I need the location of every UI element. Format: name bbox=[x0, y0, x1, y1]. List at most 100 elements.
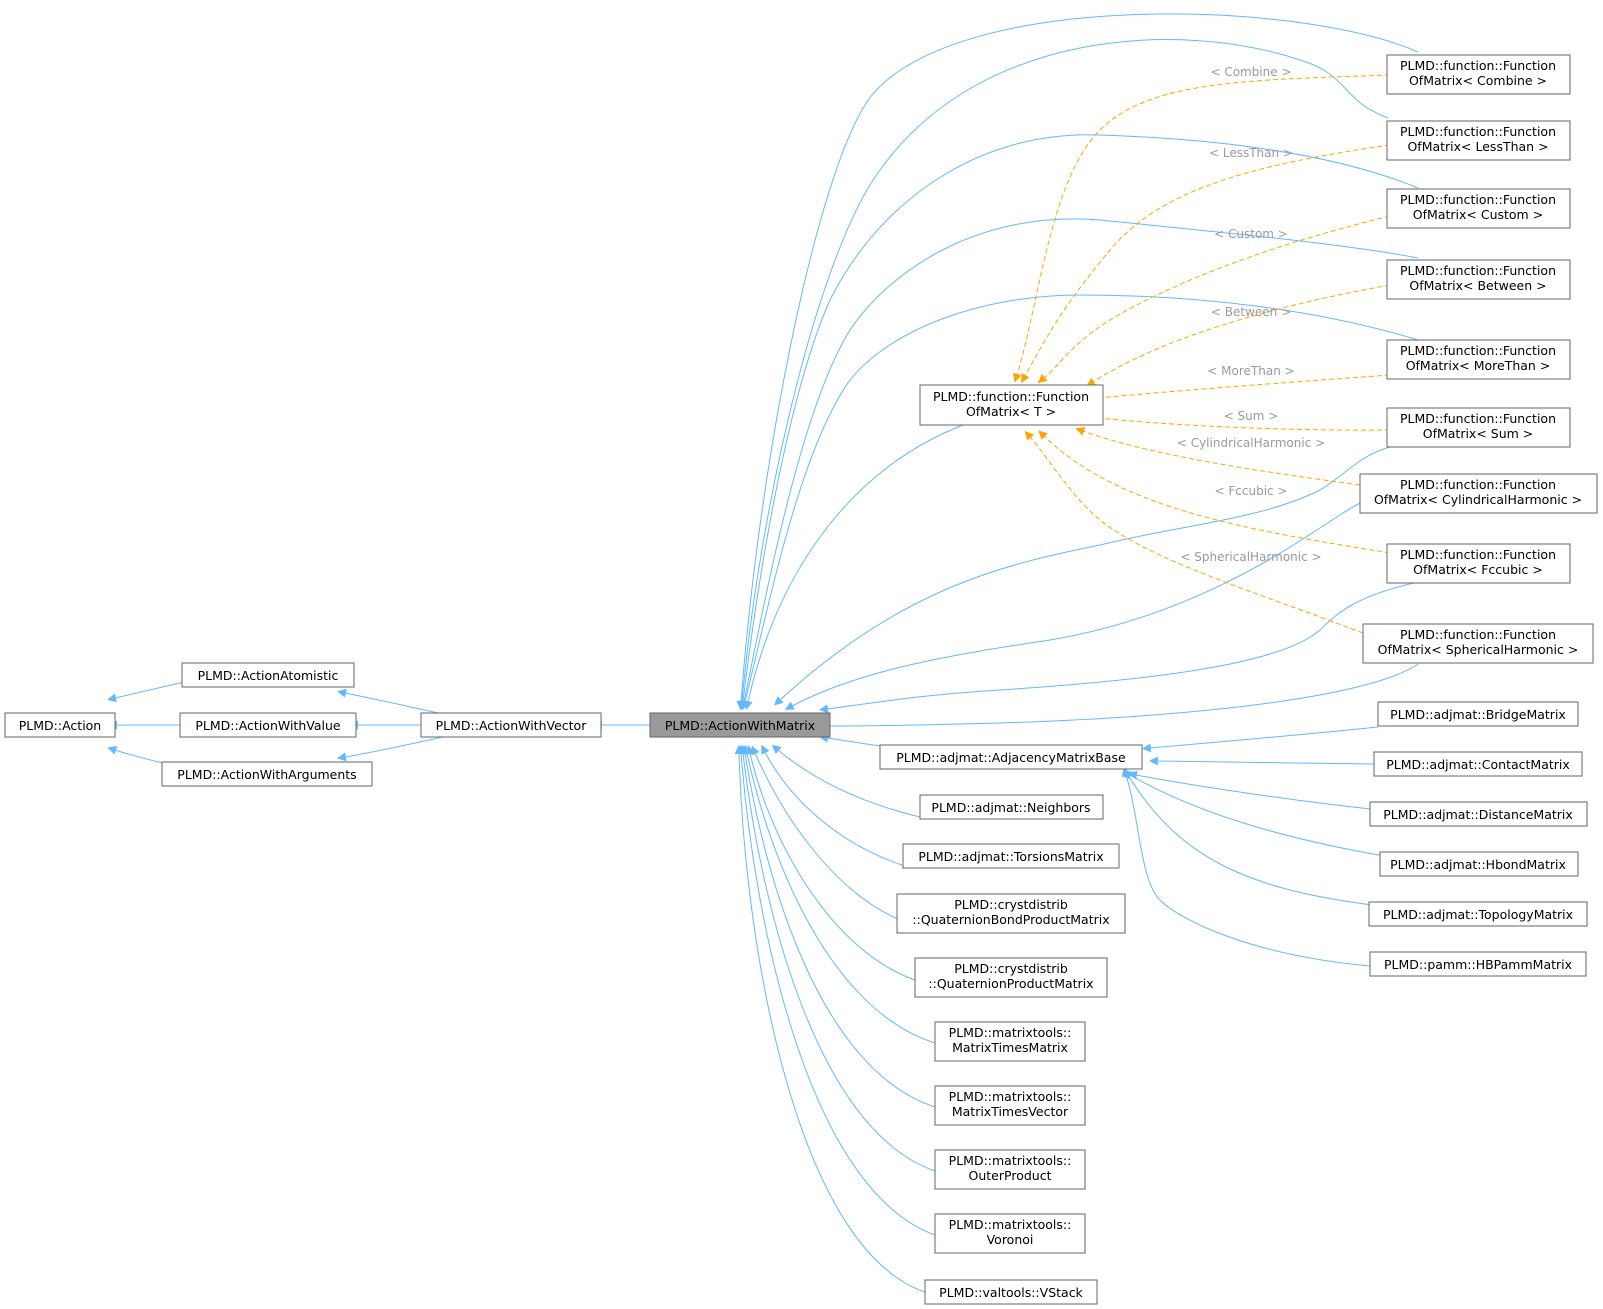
edge-fccubic-to-fom-t bbox=[1038, 430, 1391, 554]
node-topology-matrix[interactable]: PLMD::adjmat::TopologyMatrix bbox=[1368, 901, 1588, 927]
edge-between-to-fom-t bbox=[1086, 284, 1391, 387]
label-sum: < Sum > bbox=[1224, 409, 1279, 423]
node-quaternion-bond-product-matrix[interactable]: PLMD::crystdistrib ::QuaternionBondProdu… bbox=[896, 893, 1126, 934]
edge-qbpm-to-withmatrix bbox=[751, 745, 901, 921]
svg-text:OfMatrix< Sum >: OfMatrix< Sum > bbox=[1423, 426, 1534, 441]
svg-text:PLMD::function::Function: PLMD::function::Function bbox=[1400, 547, 1556, 562]
label-custom: < Custom > bbox=[1214, 227, 1288, 241]
svg-text:PLMD::adjmat::ContactMatrix: PLMD::adjmat::ContactMatrix bbox=[1386, 757, 1570, 772]
edge-distance-to-adjbase bbox=[1128, 770, 1371, 810]
node-outer-product[interactable]: PLMD::matrixtools:: OuterProduct bbox=[934, 1149, 1086, 1190]
edge-hbpamm-to-adjbase bbox=[1121, 767, 1371, 967]
edge-torsions-to-withmatrix bbox=[761, 744, 906, 867]
node-fom-between[interactable]: PLMD::function::Function OfMatrix< Betwe… bbox=[1386, 259, 1571, 300]
node-hbpamm-matrix[interactable]: PLMD::pamm::HBPammMatrix bbox=[1369, 951, 1587, 977]
edge-between-to-withmatrix bbox=[739, 218, 1419, 710]
edge-fom-t-to-withmatrix bbox=[743, 424, 964, 710]
svg-text:PLMD::Action: PLMD::Action bbox=[19, 718, 101, 733]
node-fom-morethan[interactable]: PLMD::function::Function OfMatrix< MoreT… bbox=[1386, 339, 1571, 380]
node-matrix-times-matrix[interactable]: PLMD::matrixtools:: MatrixTimesMatrix bbox=[934, 1021, 1086, 1062]
node-action-with-value[interactable]: PLMD::ActionWithValue bbox=[179, 712, 357, 738]
svg-text:PLMD::function::Function: PLMD::function::Function bbox=[1400, 627, 1556, 642]
svg-text:PLMD::function::Function: PLMD::function::Function bbox=[1400, 411, 1556, 426]
edge-sum-to-withmatrix bbox=[774, 446, 1391, 706]
node-function-of-matrix-t[interactable]: PLMD::function::Function OfMatrix< T > bbox=[919, 384, 1104, 426]
node-voronoi[interactable]: PLMD::matrixtools:: Voronoi bbox=[934, 1213, 1086, 1254]
edge-bridge-to-adjbase bbox=[1141, 726, 1379, 753]
edge-custom-to-withmatrix bbox=[738, 134, 1419, 711]
node-quaternion-product-matrix[interactable]: PLMD::crystdistrib ::QuaternionProductMa… bbox=[914, 957, 1108, 998]
svg-text:PLMD::ActionWithVector: PLMD::ActionWithVector bbox=[436, 718, 588, 733]
edge-hbond-to-adjbase bbox=[1122, 770, 1391, 858]
edge-neighbors-to-withmatrix bbox=[771, 744, 921, 818]
svg-text:PLMD::function::Function: PLMD::function::Function bbox=[1400, 263, 1556, 278]
label-fccubic: < Fccubic > bbox=[1215, 484, 1288, 498]
svg-text:PLMD::ActionWithMatrix: PLMD::ActionWithMatrix bbox=[665, 718, 815, 733]
svg-text:OfMatrix< CylindricalHarmonic: OfMatrix< CylindricalHarmonic > bbox=[1374, 492, 1582, 507]
node-action-with-matrix[interactable]: PLMD::ActionWithMatrix bbox=[649, 712, 831, 738]
svg-text:PLMD::ActionWithValue: PLMD::ActionWithValue bbox=[195, 718, 341, 733]
edge-morethan-to-fom-t bbox=[1089, 374, 1391, 403]
node-bridge-matrix[interactable]: PLMD::adjmat::BridgeMatrix bbox=[1377, 701, 1579, 727]
node-distance-matrix[interactable]: PLMD::adjmat::DistanceMatrix bbox=[1369, 801, 1588, 827]
svg-text:OfMatrix< Combine >: OfMatrix< Combine > bbox=[1409, 73, 1547, 88]
node-action-with-vector[interactable]: PLMD::ActionWithVector bbox=[420, 712, 602, 738]
node-fom-combine[interactable]: PLMD::function::Function OfMatrix< Combi… bbox=[1386, 54, 1571, 95]
node-adjacency-matrix-base[interactable]: PLMD::adjmat::AdjacencyMatrixBase bbox=[879, 744, 1143, 770]
svg-text:PLMD::crystdistrib: PLMD::crystdistrib bbox=[954, 961, 1068, 976]
svg-text:OfMatrix< MoreThan >: OfMatrix< MoreThan > bbox=[1406, 358, 1551, 373]
node-neighbors[interactable]: PLMD::adjmat::Neighbors bbox=[919, 794, 1104, 820]
node-fom-sum[interactable]: PLMD::function::Function OfMatrix< Sum > bbox=[1386, 407, 1571, 448]
edge-cylindrical-to-withmatrix bbox=[784, 485, 1419, 710]
svg-text:MatrixTimesVector: MatrixTimesVector bbox=[952, 1104, 1069, 1119]
svg-text:OfMatrix< Fccubic >: OfMatrix< Fccubic > bbox=[1413, 562, 1543, 577]
svg-text:PLMD::matrixtools::: PLMD::matrixtools:: bbox=[949, 1089, 1072, 1104]
svg-text:PLMD::matrixtools::: PLMD::matrixtools:: bbox=[949, 1025, 1072, 1040]
edge-cylindrical-to-fom-t bbox=[1075, 427, 1361, 486]
svg-text:PLMD::matrixtools::: PLMD::matrixtools:: bbox=[949, 1217, 1072, 1232]
edge-sum-to-fom-t bbox=[1089, 413, 1391, 431]
svg-text:PLMD::function::Function: PLMD::function::Function bbox=[1400, 124, 1556, 139]
label-morethan: < MoreThan > bbox=[1207, 364, 1294, 378]
inheritance-edges bbox=[107, 13, 1419, 1293]
node-fom-lessthan[interactable]: PLMD::function::Function OfMatrix< LessT… bbox=[1386, 120, 1571, 161]
svg-text:PLMD::pamm::HBPammMatrix: PLMD::pamm::HBPammMatrix bbox=[1384, 957, 1572, 972]
svg-text:::QuaternionBondProductMatrix: ::QuaternionBondProductMatrix bbox=[912, 912, 1109, 927]
edge-contact-to-adjbase bbox=[1148, 756, 1375, 766]
svg-text:OfMatrix< SphericalHarmonic >: OfMatrix< SphericalHarmonic > bbox=[1378, 642, 1579, 657]
edge-spherical-to-withmatrix bbox=[819, 663, 1419, 731]
svg-text:PLMD::adjmat::TorsionsMatrix: PLMD::adjmat::TorsionsMatrix bbox=[918, 849, 1103, 864]
node-fom-custom[interactable]: PLMD::function::Function OfMatrix< Custo… bbox=[1386, 188, 1571, 229]
svg-text:PLMD::valtools::VStack: PLMD::valtools::VStack bbox=[939, 1285, 1083, 1300]
svg-text:Voronoi: Voronoi bbox=[987, 1232, 1034, 1247]
svg-text:OfMatrix< Custom >: OfMatrix< Custom > bbox=[1413, 207, 1543, 222]
label-spherical: < SphericalHarmonic > bbox=[1180, 550, 1321, 564]
svg-text:MatrixTimesMatrix: MatrixTimesMatrix bbox=[952, 1040, 1068, 1055]
node-action-atomistic[interactable]: PLMD::ActionAtomistic bbox=[181, 662, 355, 688]
edge-withvector-to-witharguments bbox=[337, 736, 444, 762]
node-action-with-arguments[interactable]: PLMD::ActionWithArguments bbox=[161, 761, 373, 787]
node-fom-cylindricalharmonic[interactable]: PLMD::function::Function OfMatrix< Cylin… bbox=[1359, 473, 1598, 514]
svg-text:::QuaternionProductMatrix: ::QuaternionProductMatrix bbox=[928, 976, 1093, 991]
svg-text:PLMD::function::Function: PLMD::function::Function bbox=[1400, 477, 1556, 492]
node-vstack[interactable]: PLMD::valtools::VStack bbox=[924, 1279, 1098, 1305]
edge-lessthan-to-fom-t bbox=[1021, 144, 1391, 384]
node-action[interactable]: PLMD::Action bbox=[4, 712, 116, 738]
svg-text:PLMD::function::Function: PLMD::function::Function bbox=[1400, 192, 1556, 207]
svg-text:OfMatrix< LessThan >: OfMatrix< LessThan > bbox=[1407, 139, 1548, 154]
svg-text:PLMD::crystdistrib: PLMD::crystdistrib bbox=[954, 897, 1068, 912]
node-fom-fccubic[interactable]: PLMD::function::Function OfMatrix< Fccub… bbox=[1386, 543, 1571, 584]
node-matrix-times-vector[interactable]: PLMD::matrixtools:: MatrixTimesVector bbox=[934, 1085, 1086, 1126]
node-torsions-matrix[interactable]: PLMD::adjmat::TorsionsMatrix bbox=[902, 843, 1120, 869]
svg-text:PLMD::adjmat::HbondMatrix: PLMD::adjmat::HbondMatrix bbox=[1390, 857, 1566, 872]
edge-custom-to-fom-t bbox=[1037, 215, 1391, 384]
node-hbond-matrix[interactable]: PLMD::adjmat::HbondMatrix bbox=[1379, 851, 1579, 877]
svg-text:OfMatrix< Between >: OfMatrix< Between > bbox=[1409, 278, 1546, 293]
label-combine: < Combine > bbox=[1210, 65, 1291, 79]
svg-text:PLMD::adjmat::TopologyMatrix: PLMD::adjmat::TopologyMatrix bbox=[1383, 907, 1573, 922]
node-fom-sphericalharmonic[interactable]: PLMD::function::Function OfMatrix< Spher… bbox=[1362, 623, 1594, 664]
node-contact-matrix[interactable]: PLMD::adjmat::ContactMatrix bbox=[1373, 751, 1583, 777]
svg-text:PLMD::adjmat::Neighbors: PLMD::adjmat::Neighbors bbox=[931, 800, 1090, 815]
edge-voronoi-to-withmatrix bbox=[736, 744, 936, 1236]
